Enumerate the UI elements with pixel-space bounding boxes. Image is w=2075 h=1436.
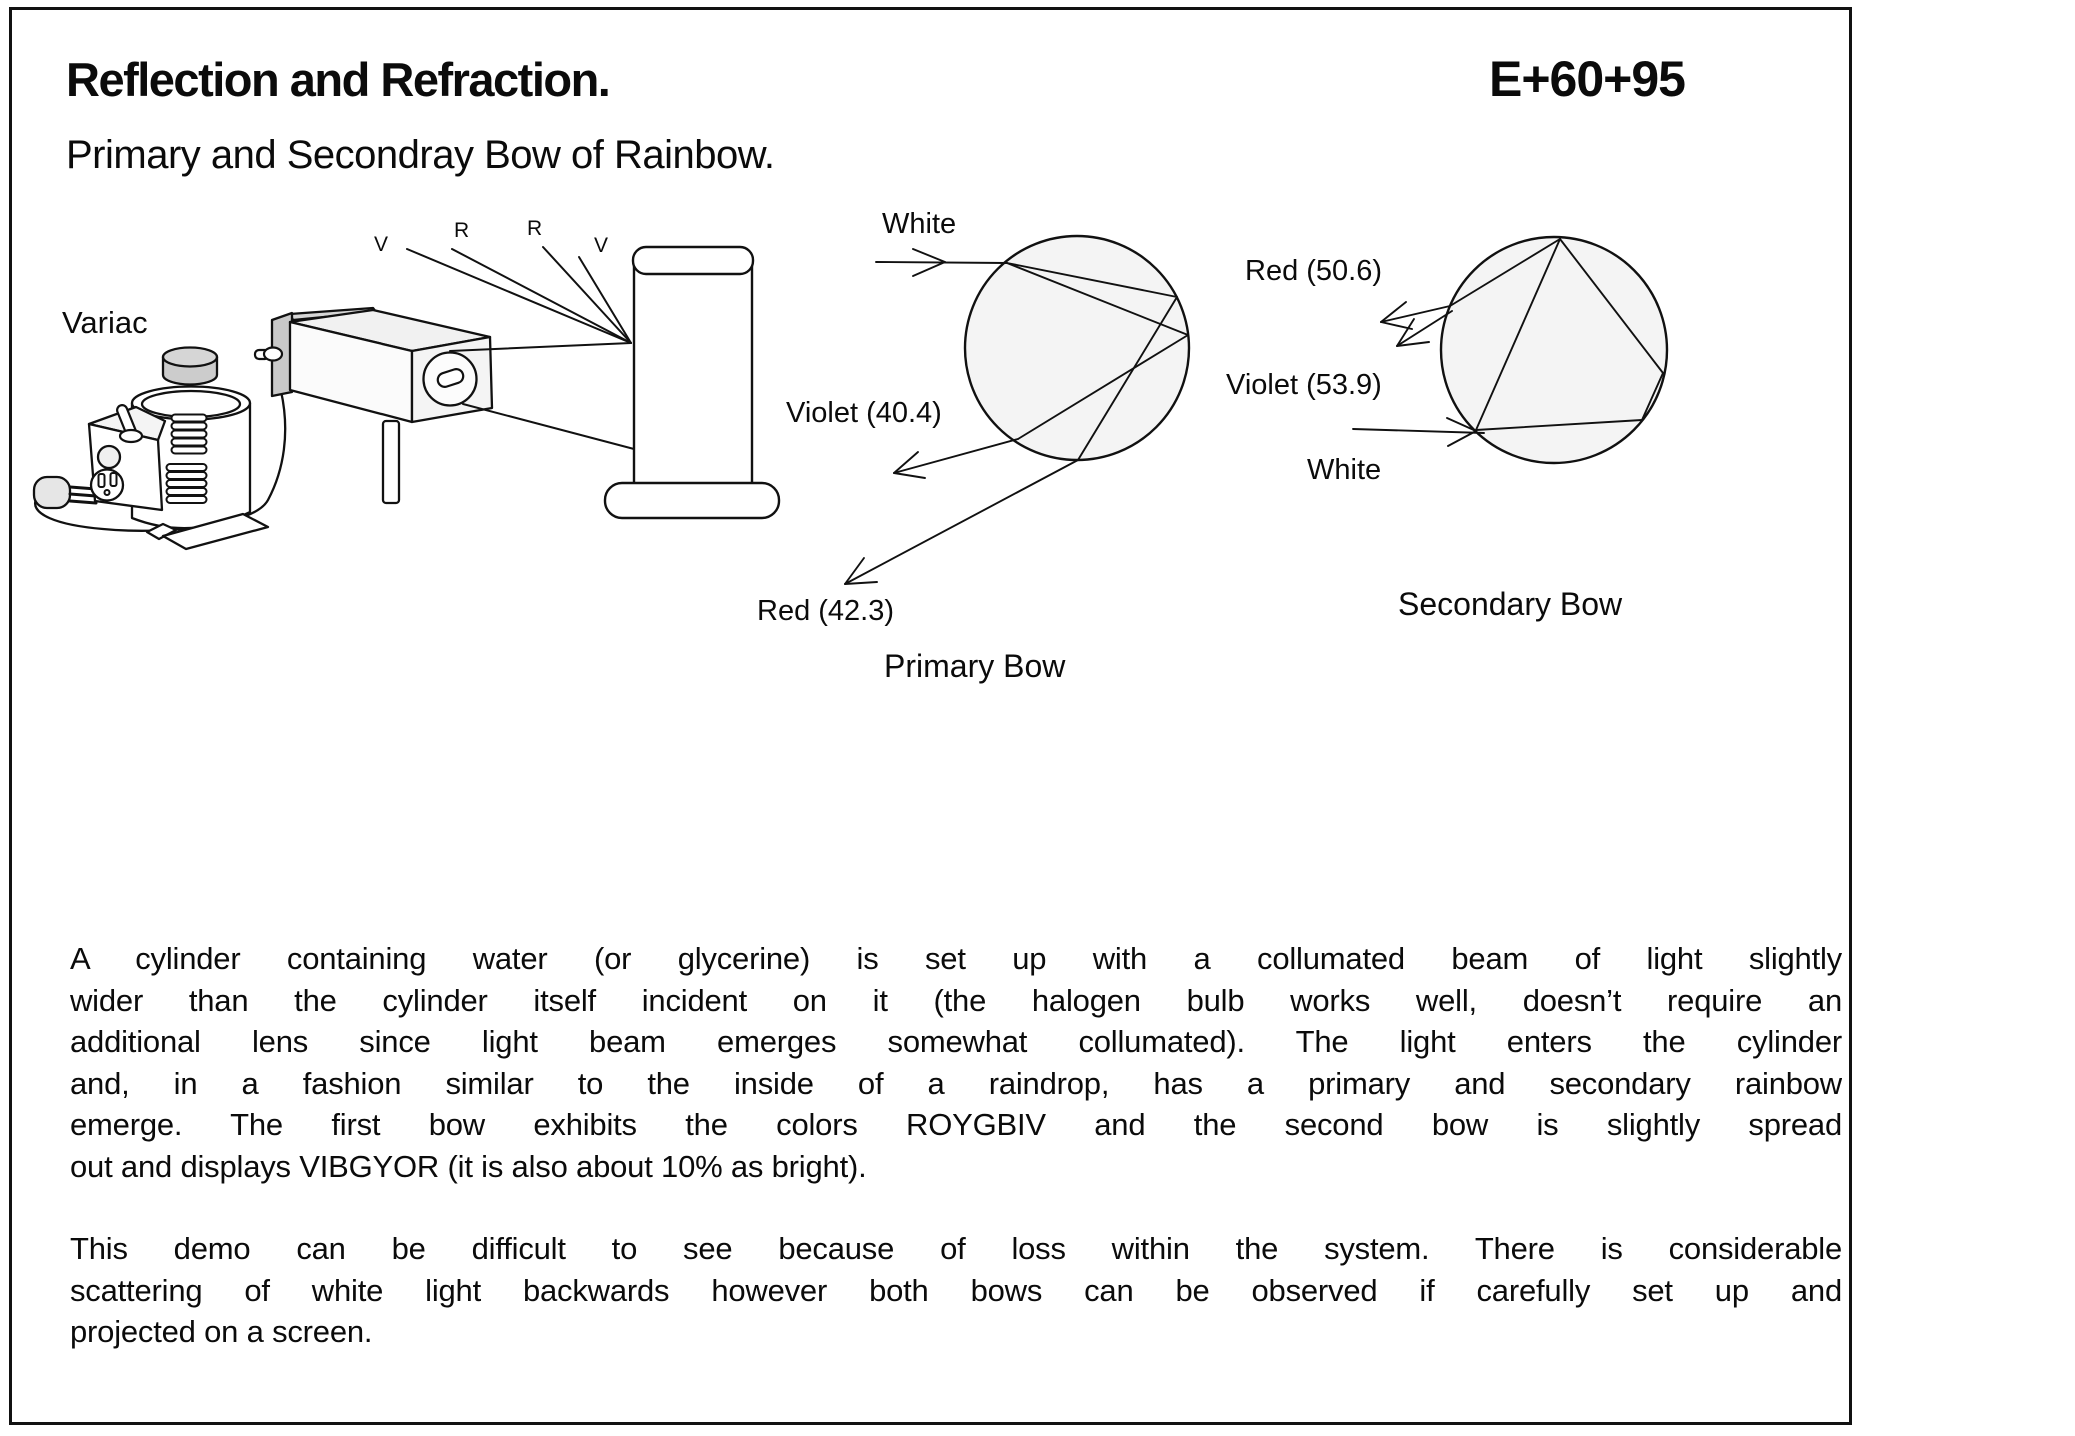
paragraph-line: wider than the cylinder itself incident …: [70, 982, 1842, 1018]
ray-label-violet-1: V: [374, 233, 389, 256]
ray-label-violet-2: V: [594, 234, 609, 257]
cylinder-body: [632, 258, 754, 488]
variac-base-plate: [145, 512, 270, 551]
cylinder-base: [603, 481, 781, 520]
primary-red-label: Red (42.3): [757, 595, 895, 627]
secondary-white-label: White: [1307, 454, 1382, 486]
pilot-light: [96, 444, 122, 470]
paragraph-line: and, in a fashion similar to the inside …: [70, 1065, 1842, 1101]
variac-coils: [165, 413, 208, 504]
description-paragraph: A cylinder containing water (or glycerin…: [70, 938, 1842, 1188]
dispersed-rays: [406, 246, 632, 344]
paragraph-line: additional lens since light beam emerges…: [70, 1024, 1842, 1060]
light-beam: [449, 342, 635, 450]
light-source-projector: [253, 306, 494, 505]
bulb: [436, 368, 465, 388]
primary-violet-label: Violet (40.4): [786, 397, 942, 429]
secondary-bow-caption: Secondary Bow: [1398, 586, 1623, 622]
violet-exit-ray: [893, 438, 1019, 474]
primary-drop-circle: [963, 234, 1191, 462]
variac-knob-top: [161, 346, 219, 368]
white-entry-ray: [1352, 428, 1485, 434]
secondary-red-label: Red (50.6): [1245, 255, 1383, 287]
page-border: [9, 7, 1852, 1425]
variac-label: Variac: [62, 305, 148, 340]
paragraph-line: scattering of white light backwards howe…: [70, 1272, 1842, 1308]
cylinder-cap: [631, 245, 755, 276]
demo-code: E+60+95: [1489, 51, 1686, 107]
ray-label-red-2: R: [527, 217, 543, 240]
variac-toggle: [116, 404, 144, 444]
paragraph-line: emerge. The first bow exhibits the color…: [70, 1107, 1842, 1143]
paragraph-line: This demo can be difficult to see becaus…: [70, 1231, 1842, 1266]
page-subtitle: Primary and Secondray Bow of Rainbow.: [66, 133, 775, 177]
paragraph-line: out and displays VIBGYOR (it is also abo…: [70, 1148, 867, 1184]
paragraph-line: projected on a screen.: [70, 1314, 373, 1350]
red-exit-ray: [1380, 305, 1451, 323]
primary-bow-caption: Primary Bow: [884, 648, 1066, 684]
primary-white-label: White: [882, 208, 957, 240]
stand-rod: [381, 419, 401, 505]
ray-label-red-1: R: [454, 219, 470, 242]
secondary-drop-circle: [1439, 235, 1669, 465]
primary-bow-diagram: [844, 234, 1191, 585]
note-paragraph: This demo can be difficult to see becaus…: [70, 1228, 1842, 1353]
secondary-violet-label: Violet (53.9): [1226, 369, 1382, 401]
red-exit-ray: [844, 459, 1079, 585]
power-nub: [253, 346, 284, 362]
plug-body: [32, 475, 72, 510]
paragraph-line: A cylinder containing water (or glycerin…: [70, 941, 1842, 976]
water-cylinder: [603, 245, 781, 520]
violet-exit-ray: [1396, 310, 1453, 347]
secondary-bow-diagram: [1352, 235, 1669, 465]
page-title: Reflection and Refraction.: [66, 53, 611, 106]
variac: [87, 346, 270, 551]
